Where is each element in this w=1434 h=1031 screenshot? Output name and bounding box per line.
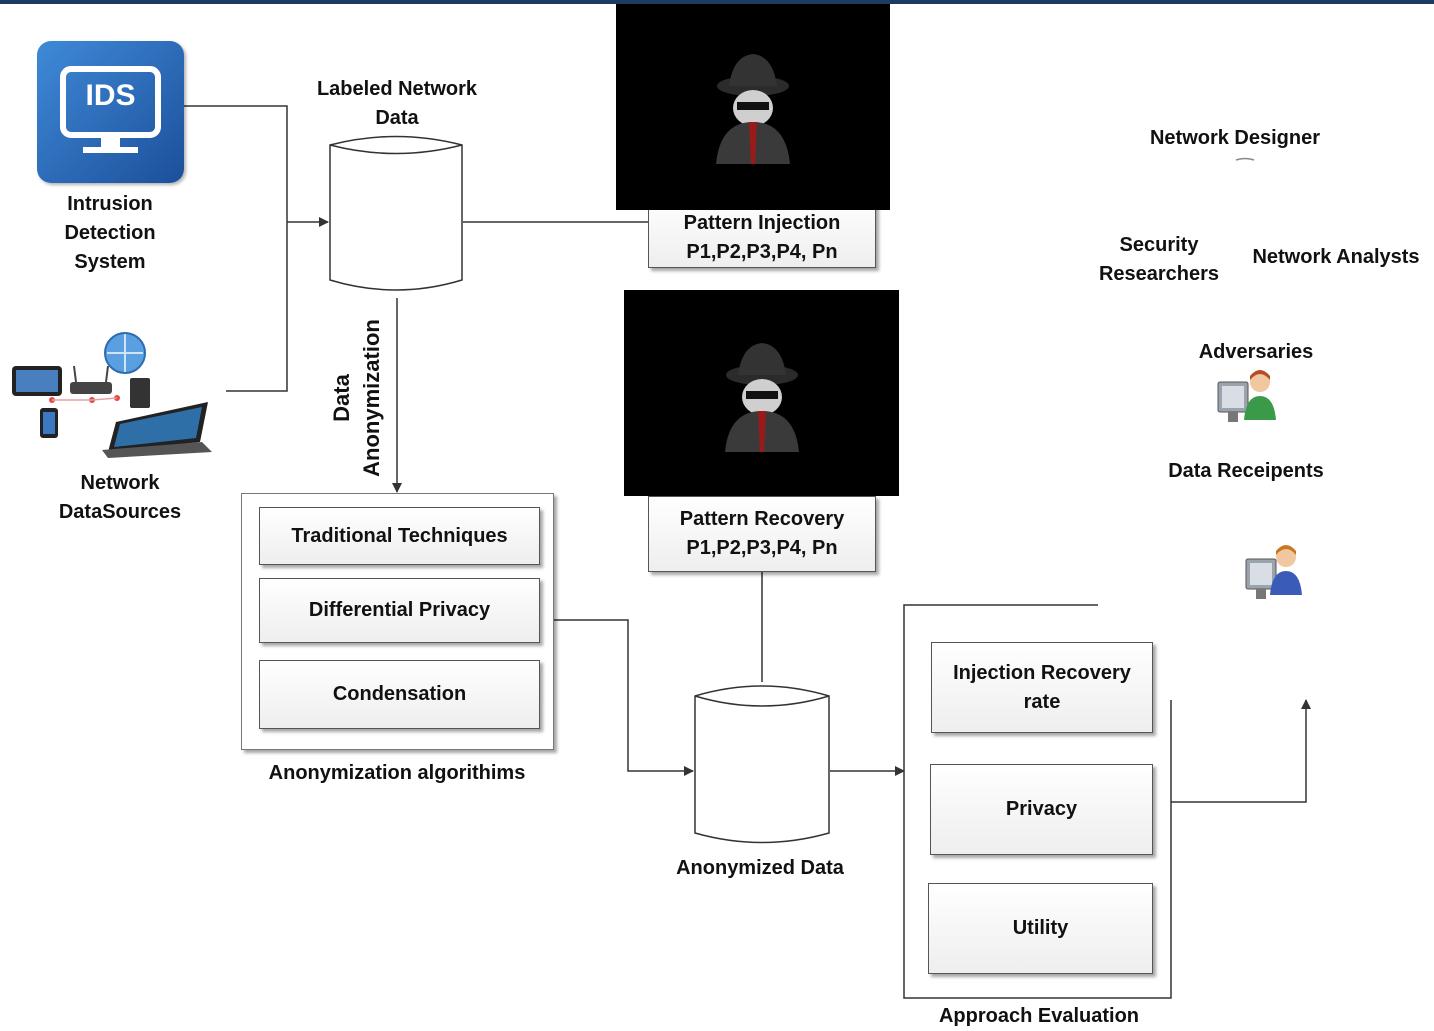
attacker-image-bottom: [624, 290, 899, 496]
recipient-network-designer: Network Designer: [1149, 127, 1321, 149]
evaluation-caption: Approach Evaluation: [938, 1005, 1140, 1027]
recipient-network-analysts: Network Analysts: [1252, 246, 1420, 268]
anonymized-data-cylinder: [694, 685, 830, 844]
attacker-image-top: [616, 4, 890, 210]
recipient-adversaries: Adversaries: [1198, 341, 1314, 363]
data-anonymization-label: Data Anonymization: [329, 319, 384, 477]
adversary-user-icon: [1217, 370, 1276, 422]
ids-label: Intrusion Detection System: [64, 193, 156, 273]
labeled-data-cylinder: [329, 135, 463, 291]
algorithms-caption: Anonymization algorithims: [268, 762, 526, 784]
network-devices-icon: [12, 332, 212, 458]
algorithm-traditional-techniques: Traditional Techniques: [259, 507, 540, 565]
evaluation-utility: Utility: [928, 883, 1153, 974]
evaluation-injection-recovery-rate: Injection Recovery rate: [931, 642, 1153, 733]
data-recipient-user-icon: [1245, 545, 1302, 599]
network-sources-label: Network DataSources: [58, 472, 182, 523]
evaluation-privacy: Privacy: [930, 764, 1153, 855]
recipient-data-receipents: Data Receipents: [1168, 460, 1324, 482]
algorithm-differential-privacy: Differential Privacy: [259, 578, 540, 643]
top-bar: [0, 0, 1434, 4]
pattern-recovery-box: Pattern Recovery P1,P2,P3,P4, Pn: [648, 496, 876, 572]
ids-icon: IDS: [37, 41, 184, 183]
ids-icon-text: IDS: [85, 79, 136, 112]
recipient-security-researchers: Security Researchers: [1098, 234, 1220, 285]
anonymized-data-label: Anonymized Data: [676, 857, 844, 879]
labeled-data-label: Labeled Network Data: [316, 78, 478, 129]
algorithm-condensation: Condensation: [259, 660, 540, 729]
